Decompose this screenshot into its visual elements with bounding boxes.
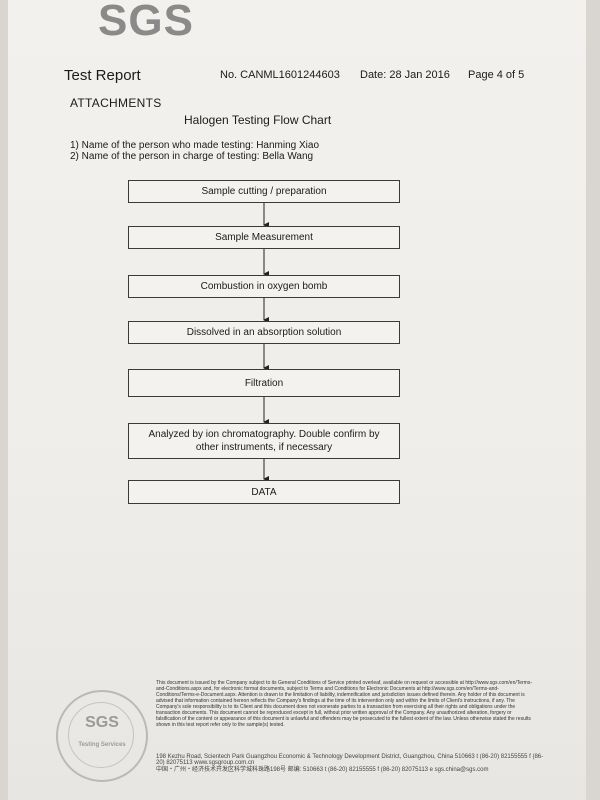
- flow-step-sample-measurement: Sample Measurement: [128, 226, 400, 249]
- report-date: Date: 28 Jan 2016: [360, 69, 450, 81]
- sgs-logo: SGS: [98, 0, 194, 45]
- flow-step-filtration: Filtration: [128, 369, 400, 397]
- flow-step-combustion: Combustion in oxygen bomb: [128, 275, 400, 298]
- stamp-inner-ring: [68, 702, 134, 768]
- flow-step-sample-cutting: Sample cutting / preparation: [128, 180, 400, 203]
- flow-chart-title: Halogen Testing Flow Chart: [184, 113, 332, 127]
- supervisor-name: 2) Name of the person in charge of testi…: [70, 151, 314, 162]
- page-number: Page 4 of 5: [468, 69, 525, 81]
- tester-name: 1) Name of the person who made testing: …: [70, 140, 320, 151]
- flow-step-analysis: Analyzed by ion chromatography. Double c…: [128, 423, 400, 459]
- stamp-logo: SGS: [85, 714, 119, 731]
- flow-step-data: DATA: [128, 480, 400, 504]
- section-heading: ATTACHMENTS: [70, 96, 162, 110]
- report-title: Test Report: [64, 67, 141, 84]
- report-number: No. CANML1601244603: [220, 69, 340, 81]
- sgs-stamp: SGS Testing Services: [56, 690, 148, 782]
- flow-step-dissolved: Dissolved in an absorption solution: [128, 321, 400, 344]
- document-page: SGS: [8, 0, 586, 800]
- address-english: 198 Kezhu Road, Scientech Park Guangzhou…: [156, 754, 544, 766]
- legal-disclaimer: This document is issued by the Company s…: [156, 680, 533, 728]
- stamp-text: Testing Services: [78, 742, 126, 748]
- address-chinese: 中国・广州・经济技术开发区科学城科珠路198号 邮编: 510663 t (86…: [156, 767, 489, 773]
